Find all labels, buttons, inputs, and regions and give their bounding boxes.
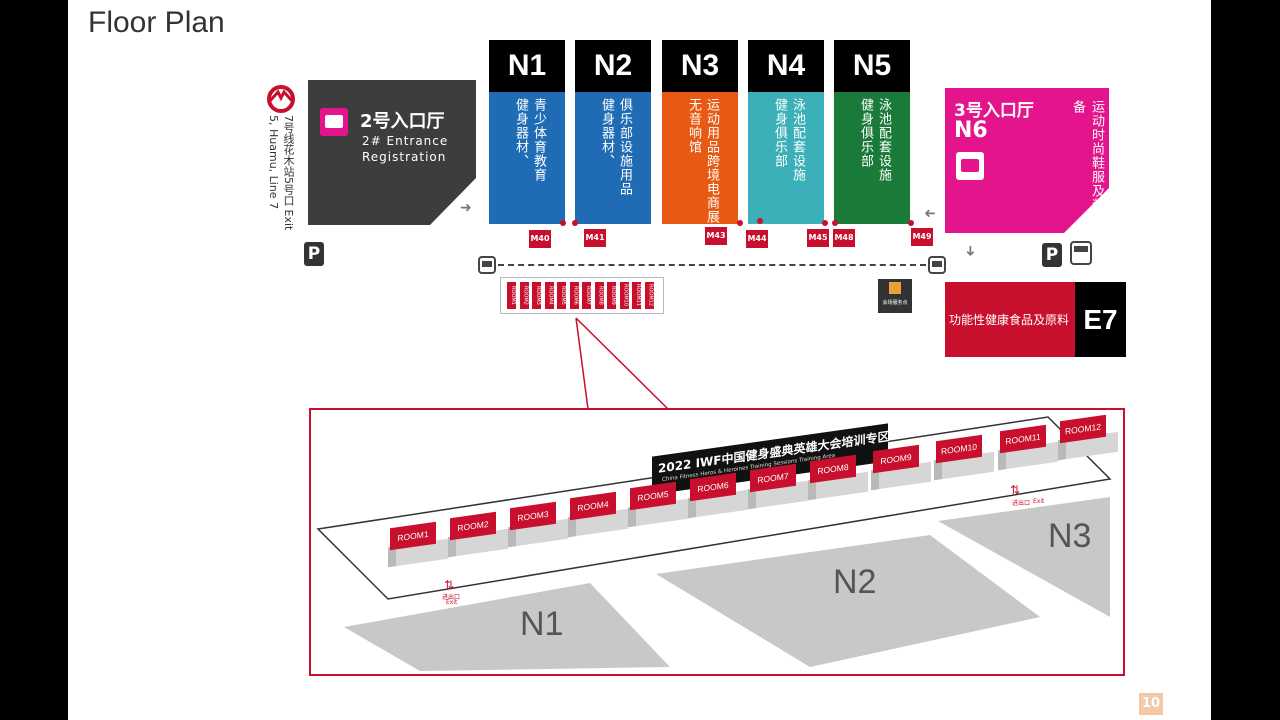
exit-label-east: 进出口 [1012,500,1031,507]
marker-dot [572,220,578,226]
meeting-room-m41: M41 [584,229,606,247]
meeting-room-m40: M40 [529,230,551,248]
entrance2-en: 2# Entrance [362,134,449,148]
shuttle-route [498,264,926,266]
floor-n2: N2 [833,563,877,601]
small-room: ROOM4 [544,282,554,309]
hall-e7: 功能性健康食品及原料 [945,282,1076,357]
training-room: ROOM2 [448,511,508,558]
meeting-room-m49: M49 [911,228,933,246]
service-point-label: 会场服务点 [882,300,908,306]
meeting-room-m45: M45 [807,229,829,247]
training-room: ROOM6 [688,472,748,519]
parking-icon-east: P [1042,243,1062,267]
hall-desc-line: 泳池配套设施 [876,98,891,182]
training-room: ROOM7 [748,463,808,510]
hall-desc-line: 青少体育教育 [531,98,546,182]
bus-icon [1070,241,1092,265]
training-strip [500,277,664,314]
registration-icon-n6 [956,152,984,180]
hall-desc-line: 健身俱乐部 [858,98,873,168]
page-title: Floor Plan [88,6,225,39]
n6-label: N6 [954,118,988,143]
entrance2-shape [308,80,476,225]
hall-label-n1: N1 [489,40,565,92]
page-number: 10 [1139,693,1163,715]
small-room: ROOM9 [607,282,616,309]
exit-label-west: 进出口 [442,594,461,601]
training-area-floor [316,416,1112,671]
slide: Floor Plan 7号线花木站5号口 Exit 5, Huamu, Line… [68,0,1211,720]
marker-dot [560,220,566,226]
floor-n1: N1 [520,605,564,643]
marker-dot [757,218,763,224]
marker-dot [822,220,828,226]
training-room: ROOM9 [871,444,931,491]
hall-n3: 运动用品跨境电商展无音响馆 [662,92,738,224]
hall-desc-line: 无音响馆 [686,98,701,154]
training-room: ROOM4 [568,491,628,538]
small-room: ROOM7 [582,282,591,309]
hall-label-n3: N3 [662,40,738,92]
n6-desc: 运动时尚鞋服及装备 [1070,100,1104,212]
parking-icon: P [304,242,324,266]
marker-dot [832,220,838,226]
hall-n5: 泳池配套设施健身俱乐部 [834,92,910,224]
hall-desc-line: 健身器材、 [599,98,614,168]
small-room: ROOM12 [644,282,654,309]
hall-n2: 俱乐部设施用品健身器材、 [575,92,651,224]
hall-desc-line: 健身器材、 [513,98,528,168]
floor-n3: N3 [1048,517,1092,555]
hall-label-n4: N4 [748,40,824,92]
hall-label-n2: N2 [575,40,651,92]
entrance2-cn: 2号入口厅 [360,111,445,132]
training-room: ROOM11 [998,424,1058,471]
hall-desc-line: 泳池配套设施 [790,98,805,182]
hall-n1: 青少体育教育健身器材、 [489,92,565,224]
entrance3-cn: 3号入口厅 [954,101,1034,121]
meeting-room-m48: M48 [833,229,855,247]
small-room: ROOM1 [507,282,516,309]
registration-icon [320,108,348,136]
zoom-connector [309,317,1125,676]
training-room: ROOM1 [388,521,448,568]
training-room: ROOM8 [808,454,868,501]
marker-dot [908,220,914,226]
n6-shape [945,88,1109,233]
small-room: ROOM3 [532,282,541,309]
metro-exit-label: 7号线花木站5号口 Exit 5, Huamu, Line 7 [267,115,295,231]
hall-label-n5: N5 [834,40,910,92]
arrow-right-icon: ➜ [460,200,472,216]
small-room: ROOM8 [594,282,604,309]
hall-n4: 泳池配套设施健身俱乐部 [748,92,824,224]
training-room: ROOM3 [508,501,568,548]
exit-arrows-icon: ⇅ [444,578,455,592]
training-room: ROOM12 [1058,414,1118,461]
e7-label: E7 [1075,282,1126,357]
hall-desc-line: 健身俱乐部 [772,98,787,168]
small-room: ROOM10 [619,282,629,309]
shuttle-bus-icon-east [928,256,946,274]
training-room: ROOM10 [934,434,994,481]
exit-label-east-en: Exit [1033,498,1045,505]
meeting-room-m44: M44 [746,230,768,248]
service-point-icon: 会场服务点 [878,279,912,313]
shuttle-bus-icon-west [478,256,496,274]
exit-label-west-en: Exit [446,599,458,606]
training-room: ROOM5 [628,481,688,528]
marker-dot [737,220,743,226]
hall-desc-line: 俱乐部设施用品 [617,98,632,196]
small-room: ROOM11 [632,282,641,309]
small-room: ROOM2 [519,282,529,309]
small-room: ROOM5 [557,282,566,309]
e7-desc: 功能性健康食品及原料 [949,313,1070,327]
entrance2-registration: Registration [362,150,447,164]
exit-arrows-icon-east: ⇅ [1010,483,1021,497]
hall-desc-line: 运动用品跨境电商展 [704,98,719,224]
small-room: ROOM6 [569,282,579,309]
meeting-room-m43: M43 [705,227,727,245]
metro-logo-icon [267,85,295,113]
